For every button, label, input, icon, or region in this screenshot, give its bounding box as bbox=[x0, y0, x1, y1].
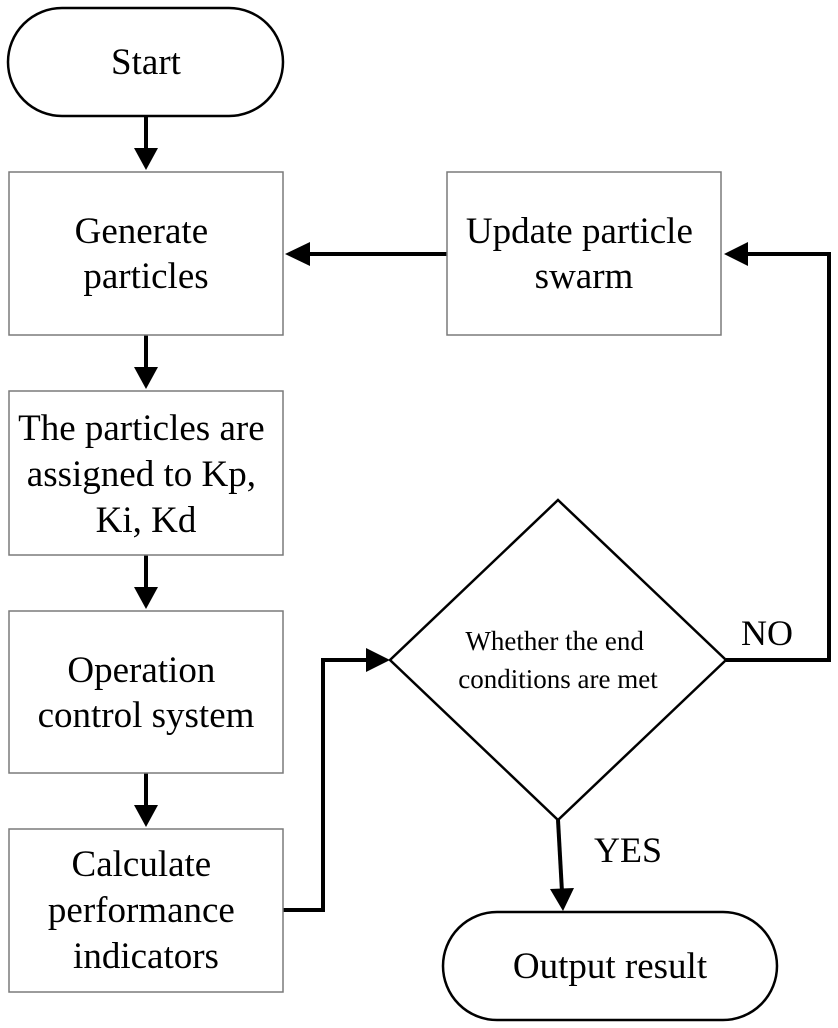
arrowhead-operate-to-calculate bbox=[134, 805, 158, 827]
decision-line: conditions are met bbox=[458, 664, 658, 694]
calculate-performance-line: performance bbox=[48, 890, 235, 931]
operation-control-system-label: Operation control system bbox=[38, 650, 255, 736]
calculate-performance-line: indicators bbox=[73, 936, 219, 977]
arrowhead-generate-to-assign bbox=[134, 367, 158, 389]
operation-control-system-box bbox=[8, 610, 284, 774]
update-particle-swarm-box bbox=[446, 171, 722, 336]
node-calculate-performance: Calculate performance indicators bbox=[8, 828, 284, 993]
node-operation-control-system: Operation control system bbox=[8, 610, 284, 774]
assign-particles-line: The particles are bbox=[18, 408, 265, 449]
update-particle-swarm-label: Update particle swarm bbox=[466, 211, 702, 297]
node-generate-particles: Generate particles bbox=[8, 171, 284, 336]
edge-calculate-to-decision bbox=[283, 658, 370, 912]
start-label: Start bbox=[111, 42, 182, 83]
output-result-line: Output result bbox=[513, 946, 708, 987]
generate-particles-line: Generate bbox=[75, 211, 209, 252]
assign-particles-line: Ki, Kd bbox=[96, 500, 197, 541]
node-start: Start bbox=[6, 6, 285, 118]
generate-particles-box bbox=[8, 171, 284, 336]
assign-particles-line: assigned to Kp, bbox=[27, 454, 256, 495]
calculate-performance-box bbox=[8, 828, 284, 993]
edge-decision-yes-to-output bbox=[556, 819, 564, 893]
decision-diamond-shape bbox=[388, 498, 728, 822]
output-result-terminal-shape bbox=[441, 910, 779, 1022]
arrowhead-decision-no-to-update bbox=[724, 242, 748, 266]
update-particle-swarm-line: Update particle bbox=[466, 211, 693, 252]
arrowhead-calculate-to-decision bbox=[366, 648, 390, 672]
edge-decision-no-to-update bbox=[726, 252, 831, 662]
start-label-line: Start bbox=[111, 42, 182, 83]
operation-control-system-line: Operation bbox=[67, 650, 215, 691]
edge-label-no: NO bbox=[741, 613, 793, 653]
decision-line: Whether the end bbox=[465, 626, 644, 656]
calculate-performance-label: Calculate performance indicators bbox=[48, 844, 244, 977]
generate-particles-line: particles bbox=[83, 256, 208, 297]
node-output-result: Output result bbox=[441, 910, 779, 1022]
node-update-particle-swarm: Update particle swarm bbox=[446, 171, 722, 336]
node-decision-end-conditions: Whether the end conditions are met bbox=[388, 498, 728, 822]
arrowhead-start-to-generate bbox=[134, 148, 158, 170]
calculate-performance-line: Calculate bbox=[72, 844, 212, 885]
edge-label-yes: YES bbox=[594, 830, 662, 870]
update-particle-swarm-line: swarm bbox=[535, 256, 634, 297]
operation-control-system-line: control system bbox=[38, 695, 255, 736]
arrowhead-assign-to-operate bbox=[134, 587, 158, 609]
generate-particles-label: Generate particles bbox=[75, 211, 218, 297]
node-assign-particles: The particles are assigned to Kp, Ki, Kd bbox=[8, 390, 284, 556]
arrowhead-decision-yes-to-output bbox=[550, 888, 574, 911]
output-result-label: Output result bbox=[513, 946, 708, 987]
assign-particles-label: The particles are assigned to Kp, Ki, Kd bbox=[18, 408, 274, 541]
assign-particles-box bbox=[8, 390, 284, 556]
arrowhead-update-to-generate bbox=[285, 242, 310, 266]
start-terminal-shape bbox=[6, 6, 285, 118]
edges bbox=[134, 116, 831, 912]
decision-label: Whether the end conditions are met bbox=[458, 626, 658, 694]
